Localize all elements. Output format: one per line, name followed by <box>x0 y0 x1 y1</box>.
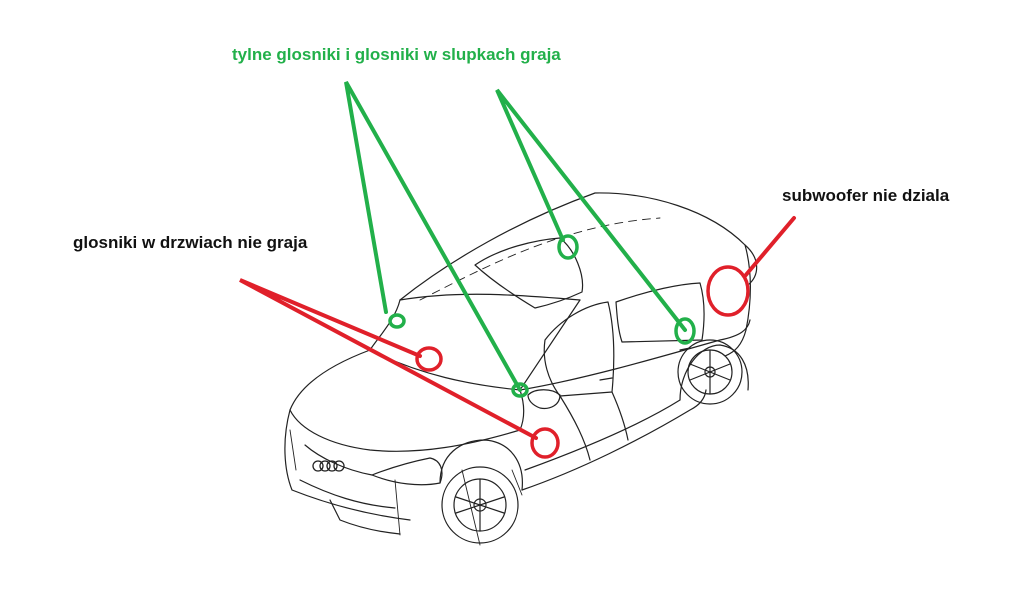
car-body <box>284 192 758 546</box>
pillar-speaker-right-marker <box>511 382 529 398</box>
rear-speakers-pointer <box>344 81 687 392</box>
door-speakers-pointer <box>239 216 796 440</box>
faulty-speaker-markers <box>415 265 750 459</box>
rear-speakers-label: tylne glosniki i glosniki w slupkach gra… <box>232 45 561 64</box>
subwoofer-pointer <box>743 216 796 278</box>
working-speaker-markers <box>388 234 696 398</box>
subwoofer-label: subwoofer nie dziala <box>782 186 950 205</box>
pillar-speaker-left-marker <box>388 313 406 329</box>
door-speaker-side-marker <box>530 427 560 459</box>
subwoofer-marker <box>706 265 750 317</box>
door-speakers-label: glosniki w drzwiach nie graja <box>73 233 308 252</box>
rear-speaker-left-marker <box>557 234 579 260</box>
rear-speaker-right-marker <box>674 317 696 345</box>
logo-icon <box>312 460 345 472</box>
door-speaker-front-marker <box>415 346 443 372</box>
